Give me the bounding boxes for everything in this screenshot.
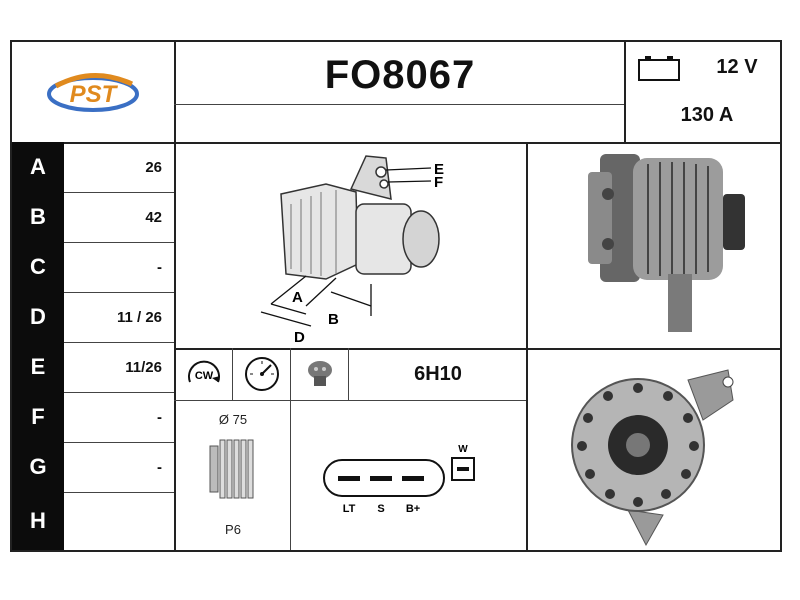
pin-s: S: [377, 503, 384, 515]
spec-sheet: PST FO8067 12 V 130 A A 26 B 42 C - D 11…: [10, 40, 782, 552]
pulley-icon: [202, 434, 262, 504]
label-a: A: [292, 289, 303, 306]
part-number: FO8067: [324, 53, 476, 97]
row-value-c: -: [157, 258, 162, 276]
row-value-g: -: [157, 458, 162, 476]
gauge-icon: [234, 350, 290, 398]
row-letter-e: E: [12, 342, 64, 392]
alternator-side-photo: [528, 144, 780, 348]
pulley-diameter: Ø 75: [218, 412, 248, 427]
rotation-label: CW: [195, 370, 214, 382]
connector-diagram: LT S B+ W: [292, 402, 526, 550]
label-e: E: [434, 161, 444, 178]
label-b: B: [328, 311, 339, 328]
row-value-d: 11 / 26: [116, 308, 162, 326]
battery-icon: [636, 54, 686, 84]
amperage-value: 130 A: [680, 104, 734, 126]
row-value-b: 42: [145, 208, 162, 226]
pin-w: W: [458, 444, 468, 455]
row-value-f: -: [157, 408, 162, 426]
row-letter-c: C: [12, 242, 64, 292]
pst-logo-icon: PST: [47, 73, 139, 112]
row-value-h: [64, 492, 174, 550]
label-d: D: [294, 329, 305, 346]
label-f: F: [434, 174, 443, 191]
dimension-diagram: E F D A B: [176, 144, 526, 348]
pulley-grooves: P6: [225, 522, 241, 537]
rotation-cw-icon: CW: [176, 350, 232, 398]
row-letter-f: F: [12, 392, 64, 442]
brand-logo: PST: [12, 42, 174, 142]
row-letter-a: A: [12, 142, 64, 192]
row-value-a: 26: [145, 158, 162, 176]
voltage-value: 12 V: [716, 56, 758, 78]
regulator-code: 6H10: [414, 362, 462, 385]
pin-lt: LT: [343, 503, 356, 515]
row-value-e: 11/26: [125, 358, 162, 376]
row-letter-d: D: [12, 292, 64, 342]
alternator-rear-photo: [528, 350, 780, 550]
regulator-icon: [292, 350, 348, 398]
row-letter-g: G: [12, 442, 64, 492]
pin-b-plus: B+: [406, 503, 420, 515]
row-letter-b: B: [12, 192, 64, 242]
svg-text:PST: PST: [70, 81, 119, 108]
row-letter-h: H: [12, 492, 64, 550]
